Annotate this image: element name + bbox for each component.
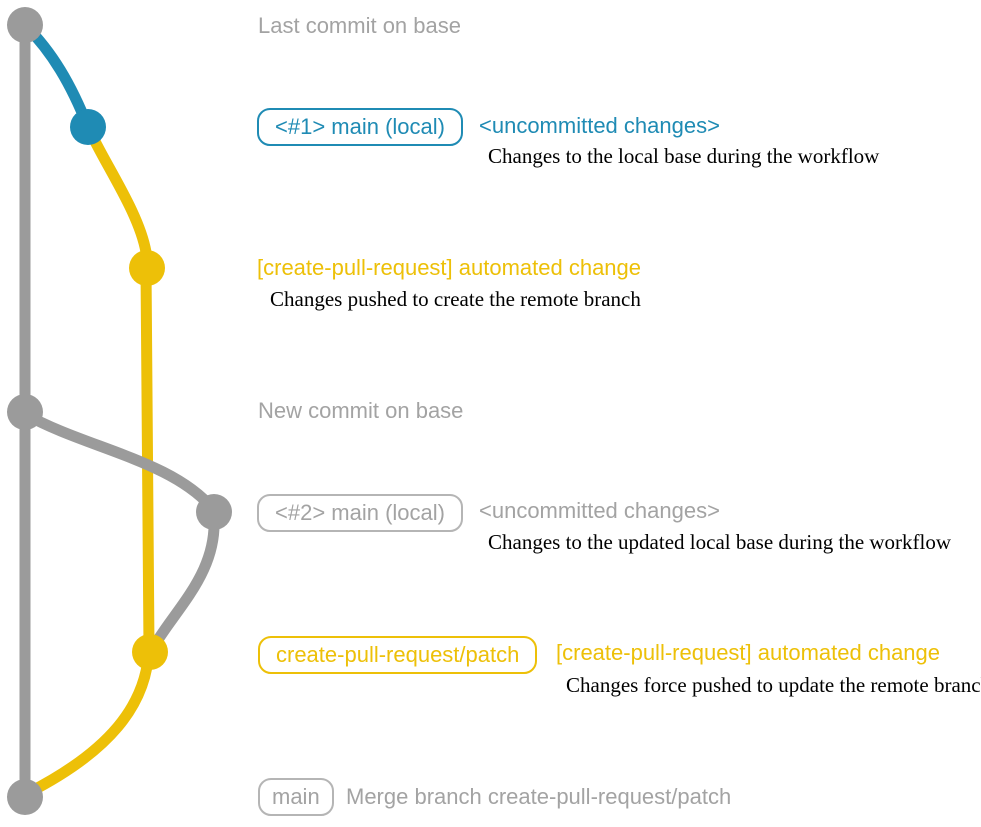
automated-change-desc-2: Changes force pushed to update the remot… [566, 673, 981, 697]
commit-dot-new-base [7, 394, 43, 430]
last-commit-label: Last commit on base [258, 13, 461, 38]
automated-change-title-1: [create-pull-request] automated change [257, 255, 642, 280]
automated-change-desc-1: Changes pushed to create the remote bran… [270, 287, 641, 311]
badge-main-local-1: <#1> main (local) [257, 108, 463, 146]
commit-dot-automated-1 [129, 250, 165, 286]
badge-main: main [258, 778, 334, 816]
commit-dot-uncommitted-1 [70, 109, 106, 145]
base-update-edge [19, 408, 220, 654]
uncommitted-changes-title-1: <uncommitted changes> [479, 113, 720, 138]
uncommitted-changes-desc-2: Changes to the updated local base during… [488, 530, 952, 554]
commit-dot-automated-2 [132, 634, 168, 670]
uncommitted-changes-desc-1: Changes to the local base during the wor… [488, 144, 880, 168]
commit-dot-uncommitted-2 [196, 494, 232, 530]
badge-patch-branch: create-pull-request/patch [258, 636, 538, 674]
uncommitted-changes-title-2: <uncommitted changes> [479, 498, 720, 523]
git-graph [7, 7, 232, 815]
automated-change-title-2: [create-pull-request] automated change [556, 640, 941, 665]
new-commit-label: New commit on base [258, 398, 464, 423]
commit-dot-last-base [7, 7, 43, 43]
commit-dot-merge [7, 779, 43, 815]
merge-commit-title: Merge branch create-pull-request/patch [346, 784, 732, 809]
badge-main-local-2: <#2> main (local) [257, 494, 463, 532]
